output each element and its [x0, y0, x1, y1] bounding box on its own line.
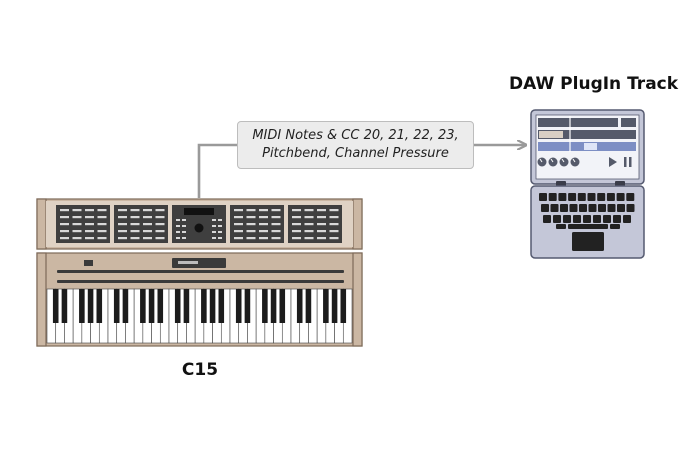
black-key [157, 289, 164, 323]
ribbon-upper [57, 270, 344, 273]
laptop-key [626, 193, 635, 201]
black-key [331, 289, 338, 323]
laptop-key [577, 193, 586, 201]
laptop-key [606, 193, 615, 201]
laptop-key [616, 193, 625, 201]
laptop-key [607, 204, 616, 212]
laptop-key [583, 215, 591, 223]
daw-clip [539, 131, 563, 138]
midi-message-box: MIDI Notes & CC 20, 21, 22, 23, Pitchben… [237, 121, 474, 169]
c15-control-panel [36, 198, 363, 250]
daw-track-row [538, 130, 636, 139]
black-key [79, 289, 85, 323]
black-key [148, 289, 155, 323]
laptop-key [558, 193, 567, 201]
black-key [279, 289, 286, 323]
daw-track-row [538, 118, 618, 127]
laptop-key [593, 215, 601, 223]
daw-knobs [537, 157, 580, 167]
laptop-key [587, 193, 596, 201]
panel-display [184, 208, 214, 215]
panel-module [56, 205, 110, 243]
panel-knob [194, 223, 204, 233]
black-key [296, 289, 303, 323]
laptop-trackpad [572, 232, 604, 251]
black-key [52, 289, 59, 323]
daw-plugin-track-label: DAW PlugIn Track [509, 74, 679, 94]
laptop-key [539, 193, 547, 201]
laptop-key [598, 204, 606, 212]
laptop-key [556, 224, 566, 229]
black-key [122, 289, 129, 323]
black-key [209, 289, 216, 323]
black-key [305, 289, 312, 323]
black-key [113, 289, 120, 323]
c15-label: C15 [181, 360, 219, 380]
panel-module [172, 205, 226, 243]
black-key [218, 289, 225, 323]
laptop-key [588, 204, 597, 212]
laptop-key [617, 204, 625, 212]
black-key [96, 289, 103, 323]
black-key [61, 289, 68, 323]
laptop-keyboard [539, 193, 635, 229]
midi-message-line-1: MIDI Notes & CC 20, 21, 22, 23, [252, 128, 459, 143]
black-key [201, 289, 207, 323]
laptop-key [550, 204, 559, 212]
laptop-key [597, 193, 606, 201]
midi-message-line-2: Pitchbend, Channel Pressure [262, 146, 449, 161]
panel-modules [56, 205, 342, 243]
laptop-key [569, 204, 578, 212]
laptop-key [613, 215, 621, 223]
display-strip [172, 258, 226, 268]
panel-module [288, 205, 342, 243]
keyboard [46, 288, 353, 344]
black-key [270, 289, 277, 323]
laptop-key [553, 215, 561, 223]
laptop-key [541, 204, 549, 212]
laptop-key [603, 215, 611, 223]
black-key [140, 289, 146, 323]
laptop-key [579, 204, 587, 212]
laptop [530, 109, 645, 259]
play-icon [609, 157, 617, 167]
panel-module [114, 205, 168, 243]
black-key [87, 289, 94, 323]
laptop-key [626, 204, 635, 212]
black-key [235, 289, 242, 323]
panel-module [230, 205, 284, 243]
laptop-key [610, 224, 620, 229]
black-key [183, 289, 190, 323]
black-key [323, 289, 329, 323]
led-indicator [84, 260, 93, 266]
c15-keyboard-base [36, 252, 363, 347]
black-key [340, 289, 347, 323]
laptop-key [560, 204, 568, 212]
ribbon-lower [57, 280, 344, 283]
laptop-key [548, 193, 557, 201]
laptop-key [563, 215, 571, 223]
laptop-key [568, 193, 577, 201]
laptop-key [543, 215, 551, 223]
black-key [174, 289, 181, 323]
laptop-key [573, 215, 581, 223]
laptop-spacebar [568, 224, 608, 229]
black-key [262, 289, 268, 323]
daw-clip-selected [584, 143, 597, 150]
pause-icon [624, 157, 632, 167]
black-key [244, 289, 251, 323]
laptop-key [623, 215, 631, 223]
c15-synthesizer [36, 198, 363, 347]
